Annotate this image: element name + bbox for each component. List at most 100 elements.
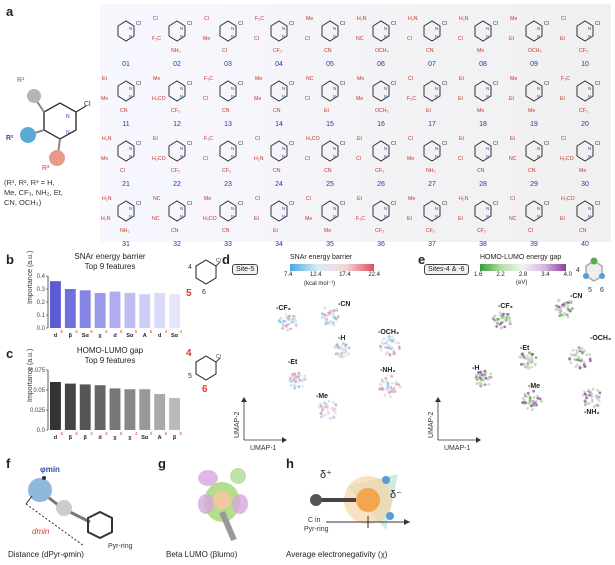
svg-text:Cl: Cl [187,21,192,27]
svg-text:N: N [486,154,489,159]
x-tick-site: 5 [120,329,123,334]
scaffold-panel: R¹ R² R³ Cl N N (R¹, R², R³ = H, Me, CF₃… [4,60,96,210]
svg-text:N: N [384,206,387,211]
umap-cluster-label: -Me [528,383,540,390]
svg-text:N: N [384,86,387,91]
svg-text:N: N [180,154,183,159]
r3-label: R³ [42,165,50,172]
svg-text:N: N [537,34,540,39]
substituent-r1: Me [255,76,262,82]
d-tick-3: 22.4 [368,272,380,278]
substituent-r2: F₃C [152,36,161,42]
x-tick-site: 5 [105,329,108,334]
ring-b-cl: Cl [216,258,221,264]
substituent-r1: F₃C [204,76,213,82]
x-tick-label: A [158,435,162,441]
svg-text:Cl: Cl [340,201,345,207]
svg-text:N: N [384,94,387,99]
svg-text:N: N [588,86,591,91]
e-tick-0: 1.6 [474,272,483,278]
substituent-r2: Me [254,96,261,102]
bar [64,383,76,430]
umap-cluster-label: -CF₃ [276,305,291,312]
e-colorbar-ticks: 1.6 2.2 2.8 3.4 4.0 [474,272,572,278]
umap-y-label: UMAP-2 [428,411,435,438]
svg-text:Cl: Cl [187,141,192,147]
umap-cluster-label: -NH₂ [380,367,396,374]
substituent-r2: Me [203,36,210,42]
substituent-r2: Et [407,216,412,222]
bar [109,291,121,328]
svg-text:N: N [435,86,438,91]
svg-text:N: N [129,154,132,159]
svg-text:Cl: Cl [391,201,396,207]
substituent-r1: Me [510,16,517,22]
compound-id: 10 [581,61,589,68]
e-tick-2: 2.8 [518,272,528,278]
svg-text:N: N [435,146,438,151]
compound-id: 36 [377,241,385,248]
x-tick-site: 6 [75,431,78,436]
panel-label-c: c [6,346,14,361]
bar [124,292,136,328]
substituent-r3: CF₃ [477,228,486,234]
x-tick-site: 6 [60,431,63,436]
svg-text:N: N [588,26,591,31]
substituent-r3: CN [324,168,332,174]
panel-label-e: e [418,252,426,267]
svg-text:N: N [231,214,234,219]
substituent-r2: Me [305,216,312,222]
svg-text:N: N [384,34,387,39]
x-tick-label: Sα [171,333,179,339]
substituent-r1: Et [459,76,464,82]
compound-id: 28 [479,181,487,188]
d-site-badge: Site-5 [232,264,259,275]
svg-text:N: N [231,206,234,211]
svg-text:N: N [486,206,489,211]
svg-text:N: N [333,34,336,39]
svg-text:Cl: Cl [340,141,345,147]
umap-cluster-label: -Et [520,345,530,352]
scaffold-structure: R¹ R² R³ Cl N N [6,77,91,172]
svg-text:N: N [333,206,336,211]
panel-label-h: h [286,456,294,471]
svg-text:Cl: Cl [238,21,243,27]
substituent-r3: OCH₃ [375,108,389,114]
substituent-r1: H₂N [459,16,469,22]
compound-id: 08 [479,61,487,68]
svg-text:Cl: Cl [136,81,141,87]
h-caption: Average electronegativity (χ) [286,550,388,559]
substituent-r1: Me [204,196,211,202]
umap-y-label: UMAP-2 [234,411,241,438]
e-tick-3: 3.4 [541,272,550,278]
e-ring-4: 4 [576,267,580,274]
svg-text:N: N [384,26,387,31]
substituent-r1: Cl [153,16,158,22]
svg-text:N: N [129,94,132,99]
compound-id: 13 [224,121,232,128]
x-tick-site: 4 [90,431,93,436]
umap-cluster-label: -OCH₃ [590,335,611,342]
substituent-r2: Me [101,156,108,162]
compound-id: 23 [224,181,232,188]
substituent-r3: Me [477,48,484,54]
svg-text:Cl: Cl [340,81,345,87]
f-pyr-label: Pyr-ring [108,543,133,550]
substituent-r2: NC [509,216,517,222]
substituent-r2: Et [458,216,463,222]
svg-text:Cl: Cl [289,81,294,87]
svg-text:N: N [333,94,336,99]
scaffold-legend-line3: CN, OCH₃) [4,198,42,207]
substituent-r1: Et [510,136,515,142]
